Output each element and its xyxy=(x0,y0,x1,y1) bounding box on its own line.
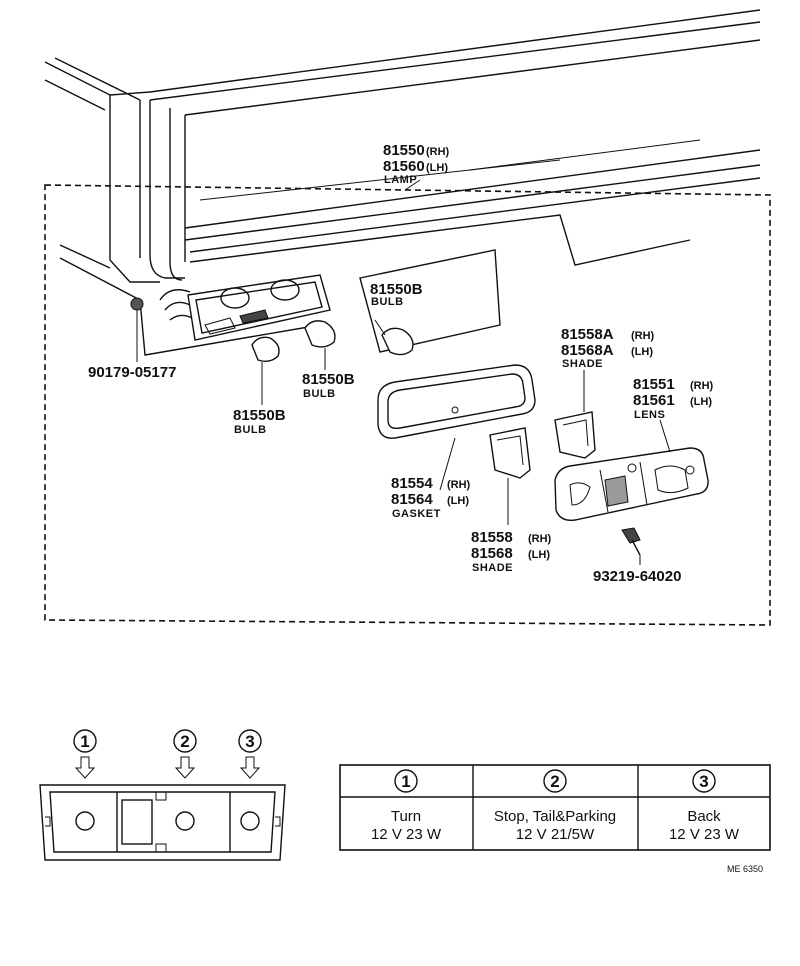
table-spec-1: 12 V 23 W xyxy=(371,826,442,843)
lamp-rh-number: 81550 xyxy=(383,142,425,159)
leader-lines xyxy=(404,139,701,525)
marker-2-label: 2 xyxy=(180,732,189,751)
label-bulb-top: 81550B BULB xyxy=(370,281,423,308)
bulb-top-number: 81550B xyxy=(370,281,423,298)
gasket-lh-number: 81564 xyxy=(391,491,433,508)
table-function-3: Back xyxy=(687,808,721,825)
bulb-top xyxy=(374,319,414,356)
table-marker-1: 1 xyxy=(401,772,410,791)
bulb-top-name: BULB xyxy=(371,296,404,308)
label-shade-a: 81558A (RH) 81568A (LH) SHADE xyxy=(561,326,655,370)
shade-a-rh-tag: (RH) xyxy=(631,330,655,342)
shade-rh-tag: (RH) xyxy=(528,533,552,545)
table-function-1: Turn xyxy=(391,808,421,825)
label-gasket: 81554 (RH) 81564 (LH) GASKET xyxy=(391,475,471,520)
lamp-name: LAMP xyxy=(384,174,417,186)
bulb-left xyxy=(251,336,280,405)
bulb-left-number: 81550B xyxy=(233,407,286,424)
table-marker-3: 3 xyxy=(699,772,708,791)
label-lamp: 81550 (RH) 81560 (LH) LAMP xyxy=(383,142,450,186)
bulb-middle xyxy=(304,320,336,370)
shade-small xyxy=(489,427,531,479)
vehicle-body-outline xyxy=(44,9,761,356)
shade-name: SHADE xyxy=(472,562,513,574)
table-function-2: Stop, Tail&Parking xyxy=(494,808,616,825)
bulb-left-name: BULB xyxy=(234,424,267,436)
bulb-spec-table: 1 2 3 Turn 12 V 23 W Stop, Tail&Parking … xyxy=(339,764,771,851)
shade-a-name: SHADE xyxy=(562,358,603,370)
lens-lh-tag: (LH) xyxy=(690,396,712,408)
drawing-code: ME 6350 xyxy=(727,864,763,874)
label-bulb-left: 81550B BULB xyxy=(233,407,286,436)
bulb-mid-name: BULB xyxy=(303,388,336,400)
lens-screw xyxy=(621,527,641,565)
lamp-lh-tag: (LH) xyxy=(426,162,448,174)
gasket-lh-tag: (LH) xyxy=(447,495,469,507)
lamp-lh-number: 81560 xyxy=(383,158,425,175)
gasket-rh-tag: (RH) xyxy=(447,479,471,491)
lens-rh-tag: (RH) xyxy=(690,380,714,392)
marker-3-label: 3 xyxy=(245,732,254,751)
shade-rh-number: 81558 xyxy=(471,529,513,546)
gasket-part xyxy=(377,364,536,439)
gasket-rh-number: 81554 xyxy=(391,475,433,492)
lens-part xyxy=(554,419,709,521)
lens-lh-number: 81561 xyxy=(633,392,675,409)
marker-1-label: 1 xyxy=(80,732,89,751)
shade-a-lh-tag: (LH) xyxy=(631,346,653,358)
label-bulb-mid: 81550B BULB xyxy=(302,371,355,400)
bulb-mid-number: 81550B xyxy=(302,371,355,388)
clip-fastener xyxy=(130,297,144,362)
screw-part-number: 93219-64020 xyxy=(593,568,681,585)
table-spec-2: 12 V 21/5W xyxy=(516,826,595,843)
lamp-rh-tag: (RH) xyxy=(426,146,450,158)
lamp-housing xyxy=(159,274,331,341)
table-spec-3: 12 V 23 W xyxy=(669,826,740,843)
marker-1: 1 xyxy=(73,729,97,779)
label-lens: 81551 (RH) 81561 (LH) LENS xyxy=(633,376,714,421)
label-shade: 81558 (RH) 81568 (LH) SHADE xyxy=(471,529,552,574)
lamp-layout-sketch xyxy=(39,784,286,861)
lens-name: LENS xyxy=(634,409,665,421)
table-marker-2: 2 xyxy=(550,772,559,791)
shade-a-lh-number: 81568A xyxy=(561,342,614,359)
marker-3: 3 xyxy=(238,729,262,779)
shade-lh-number: 81568 xyxy=(471,545,513,562)
lens-rh-number: 81551 xyxy=(633,376,675,393)
shade-a xyxy=(554,370,596,459)
marker-2: 2 xyxy=(173,729,197,779)
shade-a-rh-number: 81558A xyxy=(561,326,614,343)
clip-part-number: 90179-05177 xyxy=(88,364,176,381)
assembly-boundary xyxy=(44,184,771,626)
gasket-name: GASKET xyxy=(392,508,441,520)
shade-lh-tag: (LH) xyxy=(528,549,550,561)
